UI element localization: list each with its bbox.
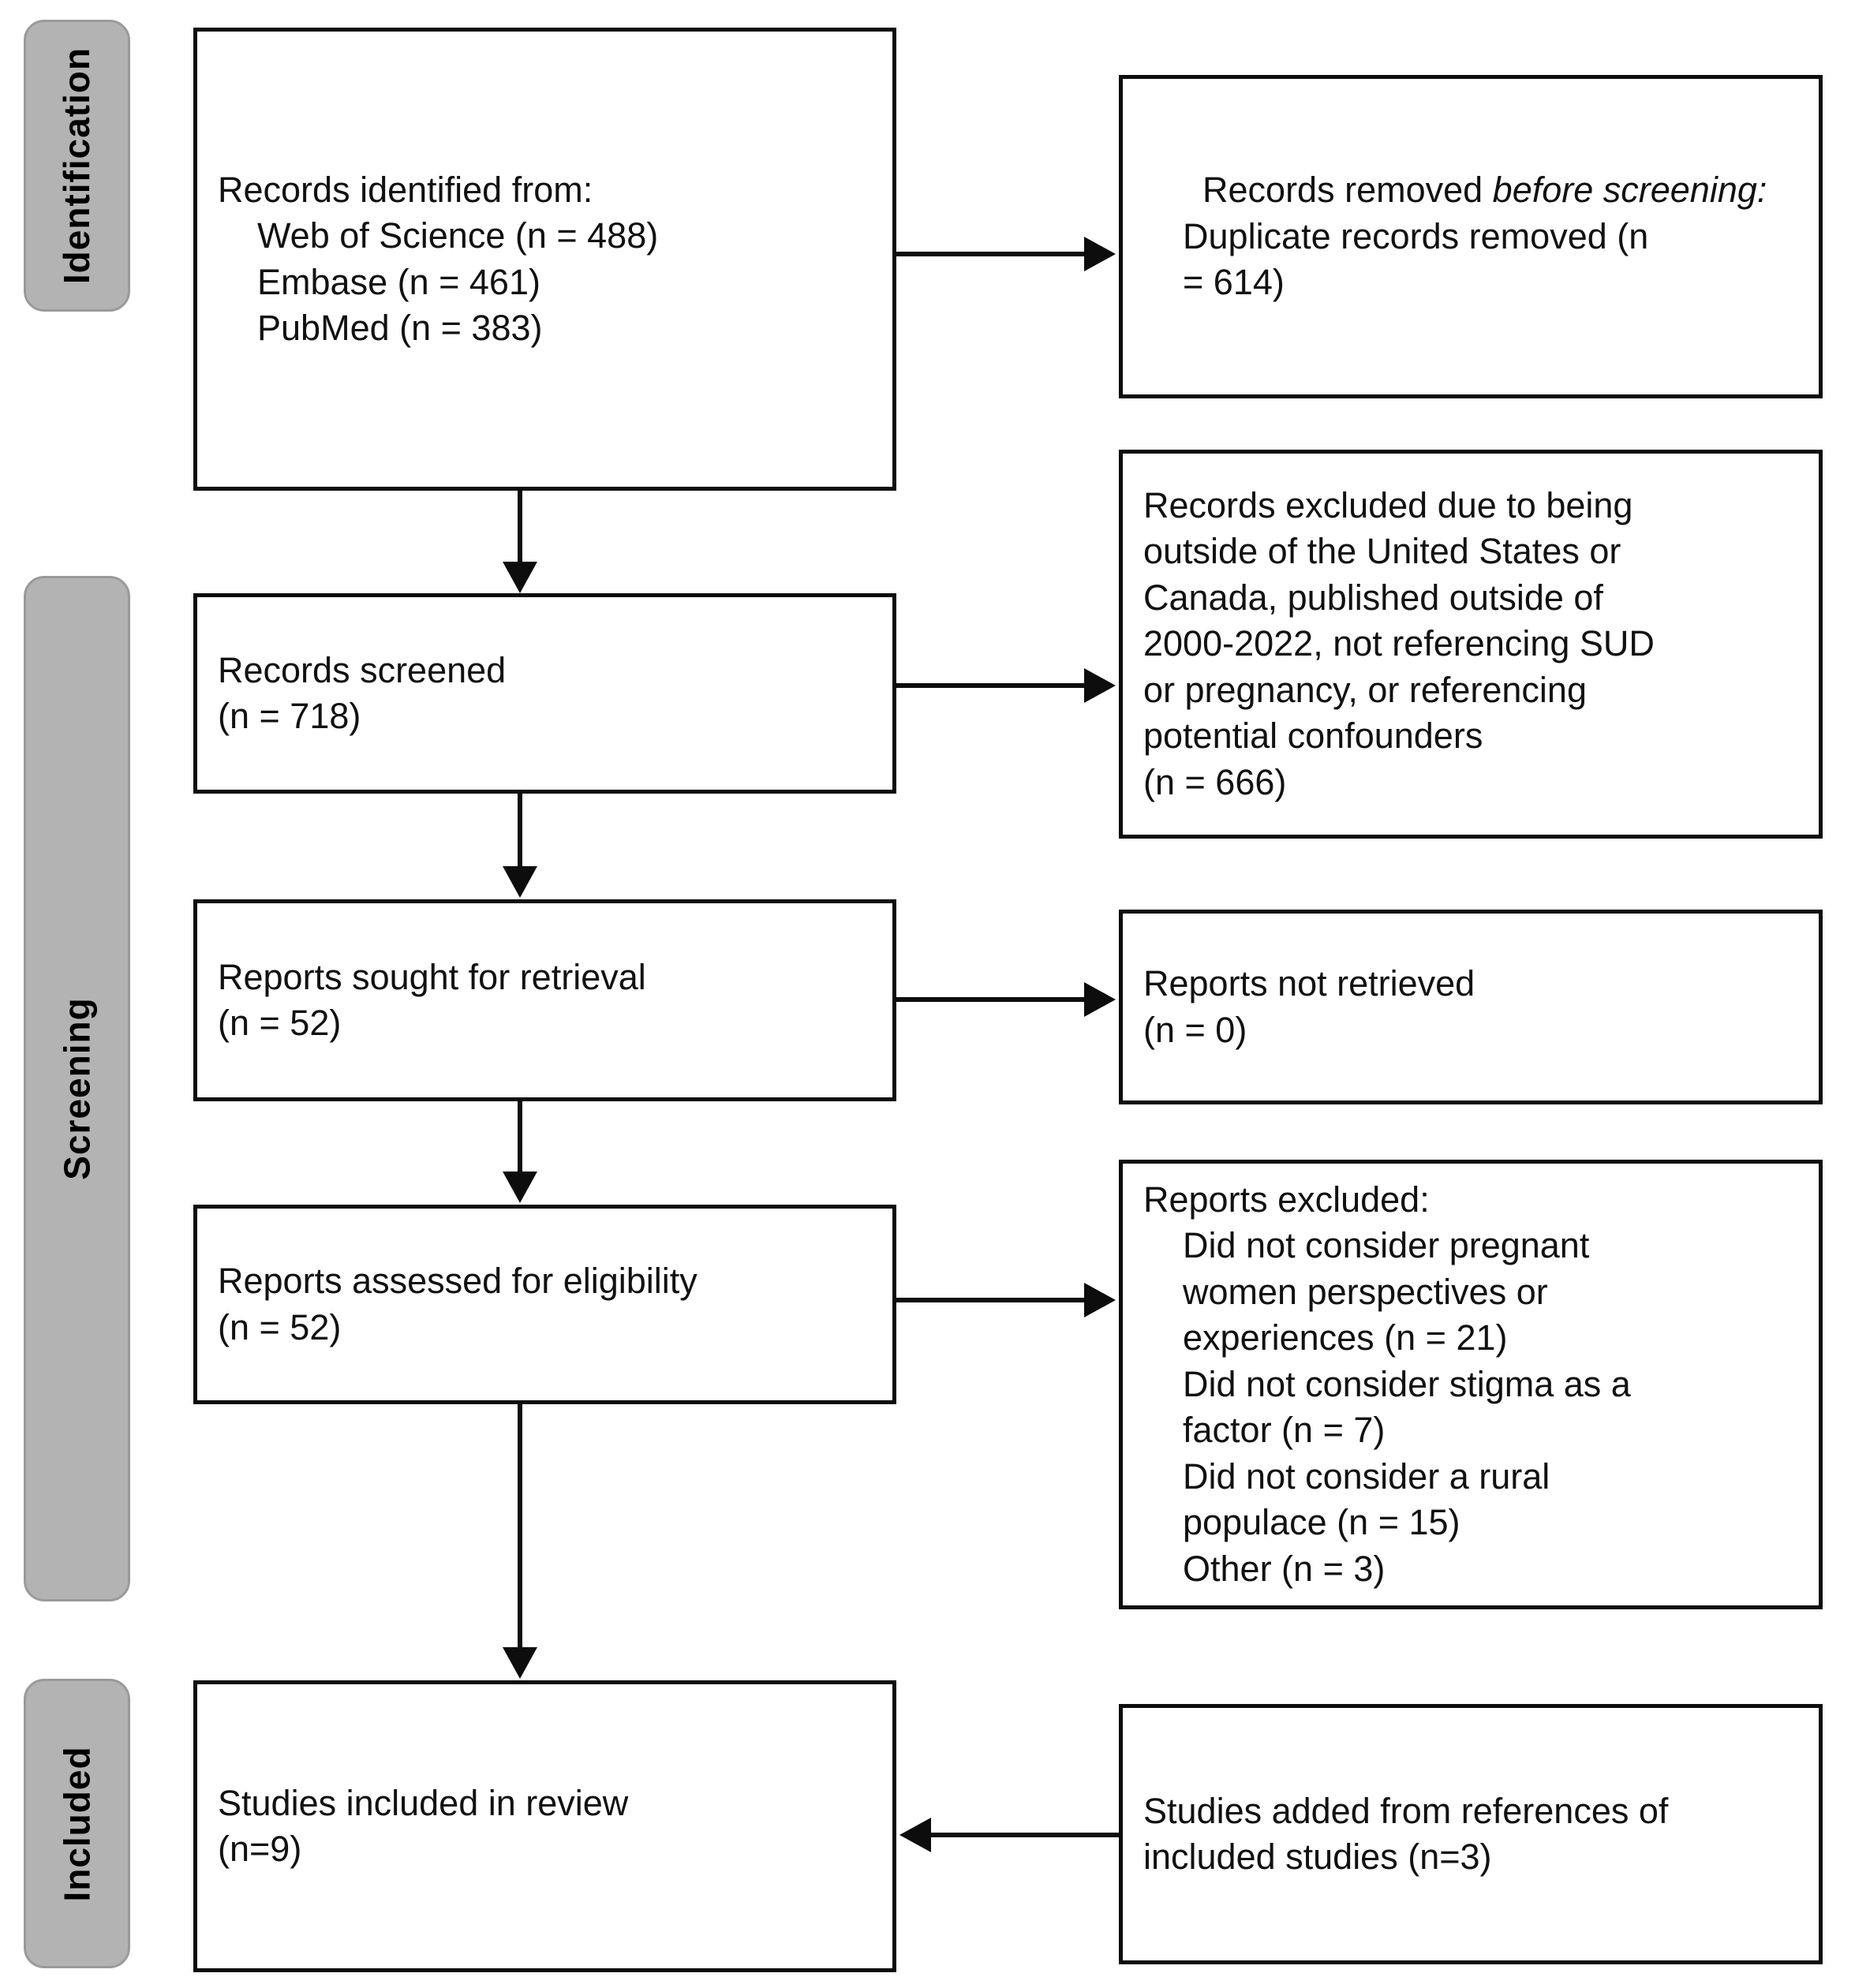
arrowhead-assessed-to-reports-excluded <box>1084 1283 1116 1317</box>
box-reports-excluded-text: Reports excluded: Did not consider pregn… <box>1143 1179 1631 1589</box>
box-records-removed-before-screening: Records removed before screening: Duplic… <box>1119 75 1823 398</box>
phase-label-included: Included <box>56 1745 98 1902</box>
box-records-screened-text: Records screened (n = 718) <box>218 649 507 737</box>
records-removed-heading-italic: before screening <box>1492 170 1757 211</box>
arrowhead-identified-to-removed <box>1084 237 1116 271</box>
box-records-identified: Records identified from: Web of Science … <box>193 28 896 491</box>
phase-band-included: Included <box>24 1679 130 1968</box>
arrowhead-assessed-to-included <box>503 1647 537 1679</box>
box-records-excluded-text: Records excluded due to being outside of… <box>1143 484 1655 802</box>
box-reports-assessed-for-eligibility-text: Reports assessed for eligibility (n = 52… <box>218 1261 697 1347</box>
box-studies-included-in-review: Studies included in review (n=9) <box>193 1680 896 1972</box>
phase-band-screening: Screening <box>24 576 130 1601</box>
records-removed-heading-plain: Records removed <box>1202 170 1493 211</box>
records-removed-detail-lines: Duplicate records removed (n = 614) <box>1183 215 1649 303</box>
connector-screened-to-sought <box>518 794 522 869</box>
box-records-screened: Records screened (n = 718) <box>193 593 896 794</box>
arrowhead-identified-to-screened <box>503 562 537 593</box>
arrowhead-sought-to-assessed <box>503 1172 537 1203</box>
connector-added-to-included <box>931 1833 1119 1837</box>
records-removed-heading-tail: : <box>1756 170 1767 211</box>
box-reports-sought-for-retrieval-text: Reports sought for retrieval (n = 52) <box>218 956 646 1044</box>
phase-label-identification: Identification <box>56 47 98 285</box>
box-records-excluded: Records excluded due to being outside of… <box>1119 450 1823 839</box>
arrowhead-sought-to-not-retrieved <box>1084 982 1116 1017</box>
connector-screened-to-excluded <box>896 683 1086 688</box>
arrowhead-screened-to-excluded <box>1084 668 1116 703</box>
box-studies-included-in-review-text: Studies included in review (n=9) <box>218 1782 629 1870</box>
box-studies-added-from-references: Studies added from references of include… <box>1119 1704 1823 1964</box>
connector-identified-to-screened <box>518 491 522 566</box>
box-studies-added-from-references-text: Studies added from references of include… <box>1143 1790 1669 1878</box>
box-records-identified-text: Records identified from: Web of Science … <box>218 169 659 349</box>
box-reports-excluded: Reports excluded: Did not consider pregn… <box>1119 1160 1823 1609</box>
connector-sought-to-assessed <box>518 1101 522 1175</box>
phase-band-identification: Identification <box>24 20 130 312</box>
box-reports-not-retrieved-text: Reports not retrieved (n = 0) <box>1143 963 1475 1050</box>
connector-sought-to-not-retrieved <box>896 997 1086 1002</box>
phase-label-screening: Screening <box>56 997 98 1180</box>
arrowhead-added-to-included <box>899 1818 931 1852</box>
connector-assessed-to-reports-excluded <box>896 1298 1086 1302</box>
box-reports-assessed-for-eligibility: Reports assessed for eligibility (n = 52… <box>193 1205 896 1404</box>
box-records-removed-before-screening-text: Records removed before screening: Duplic… <box>1123 121 1787 353</box>
arrowhead-screened-to-sought <box>503 866 537 898</box>
box-reports-not-retrieved: Reports not retrieved (n = 0) <box>1119 910 1823 1104</box>
box-reports-sought-for-retrieval: Reports sought for retrieval (n = 52) <box>193 899 896 1101</box>
connector-identified-to-removed <box>896 252 1086 256</box>
connector-assessed-to-included <box>518 1404 522 1650</box>
